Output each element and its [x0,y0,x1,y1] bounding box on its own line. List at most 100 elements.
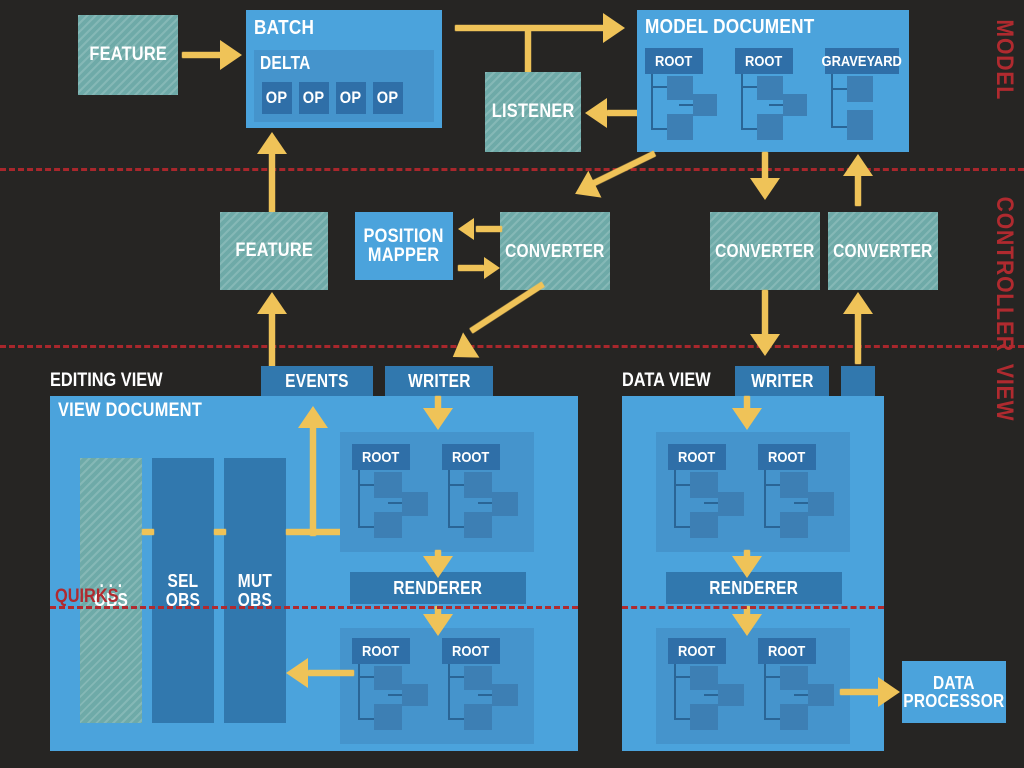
connector-obs-1 [142,529,154,535]
data-lower-trees-container: ROOT ROOT [656,628,850,744]
data-lower-tree[interactable]: ROOT [668,638,750,736]
controller-converter-data-out-label: CONVERTER [833,240,933,261]
editing-upper-tree[interactable]: ROOT [442,444,524,542]
data-upper-tree[interactable]: ROOT [668,444,750,542]
arrow-model-document-to-converter [568,150,660,210]
editing-lower-tree[interactable]: ROOT [352,638,434,736]
tab-writer-editing[interactable]: WRITER [385,366,493,396]
band-label-view: VIEW [991,363,1018,422]
data-renderer-label: RENDERER [709,577,799,598]
tree-root-tag: ROOT [352,444,410,470]
op-box[interactable]: OP [299,82,329,114]
tree-node [690,704,718,730]
delta-box[interactable]: DELTA OP OP OP OP [254,50,434,122]
controller-converter-editing-box[interactable]: CONVERTER [500,212,610,290]
tab-data-extra[interactable] [841,366,875,396]
controller-converter-data-out-box[interactable]: CONVERTER [828,212,938,290]
model-document-box[interactable]: MODEL DOCUMENT ROOT ROOT [637,10,909,152]
observer-generic-box[interactable]: . . . OBS [80,458,142,723]
op-label: OP [303,88,325,108]
tree-root-tag: ROOT [758,638,816,664]
tree-root-label: ROOT [678,642,716,660]
tab-writer-data-label: WRITER [750,370,814,391]
batch-label: BATCH [254,17,315,39]
editing-upper-tree[interactable]: ROOT [352,444,434,542]
tree-node [690,512,718,538]
controller-feature-box[interactable]: FEATURE [220,212,328,290]
tree-node [780,472,808,498]
op-label: OP [266,88,288,108]
divider-controller-view [0,345,1024,348]
tree-root-label: ROOT [362,642,400,660]
tree-node [374,666,402,690]
tree-root-label: ROOT [452,448,490,466]
tree-root-tag: ROOT [442,444,500,470]
op-box[interactable]: OP [262,82,292,114]
listener-label: LISTENER [491,101,575,123]
op-box[interactable]: OP [373,82,403,114]
tree-root-tag: ROOT [735,48,793,74]
model-graveyard-tree[interactable]: GRAVEYARD [821,48,903,144]
view-document-label: VIEW DOCUMENT [58,400,203,421]
arrow-converter-to-writer [444,281,565,370]
model-feature-box[interactable]: FEATURE [78,15,178,95]
tree-node [374,512,402,538]
op-box[interactable]: OP [336,82,366,114]
tree-root-label: ROOT [678,448,716,466]
model-document-label: MODEL DOCUMENT [645,16,815,38]
arrow-branch-to-listener [525,28,531,73]
observer-generic-label: . . . OBS [93,571,129,610]
batch-box[interactable]: BATCH DELTA OP OP OP OP [246,10,442,128]
tree-node [780,512,808,538]
tree-root-tag: GRAVEYARD [821,48,903,74]
tab-writer-data[interactable]: WRITER [735,366,829,396]
editing-upper-trees-container: ROOT ROOT [340,432,534,552]
observer-selection-box[interactable]: SEL OBS [152,458,214,723]
tree-node [492,492,518,516]
tree-node [667,114,693,140]
tree-node [374,472,402,498]
tree-node [780,704,808,730]
tree-node [464,704,492,730]
tree-node [808,492,834,516]
op-label: OP [377,88,399,108]
tree-root-label: ROOT [768,448,806,466]
listener-box[interactable]: LISTENER [485,72,581,152]
observer-mutation-box[interactable]: MUT OBS [224,458,286,723]
tab-events[interactable]: EVENTS [261,366,373,396]
tree-root-tag: ROOT [668,444,726,470]
tree-root-tag: ROOT [645,48,703,74]
tree-node [690,666,718,690]
tree-node [718,684,744,706]
delta-label: DELTA [260,53,311,73]
data-lower-tree[interactable]: ROOT [758,638,840,736]
quirks-divider-editing [50,606,578,609]
model-feature-label: FEATURE [89,44,167,66]
tree-root-label: GRAVEYARD [821,52,903,70]
tree-node [690,472,718,498]
tree-node [667,76,693,100]
model-tree[interactable]: ROOT [735,48,813,144]
divider-model-controller [0,168,1024,171]
editing-lower-tree[interactable]: ROOT [442,638,524,736]
position-mapper-box[interactable]: POSITION MAPPER [355,212,453,280]
connector-obs-2 [214,529,226,535]
tab-writer-editing-label: WRITER [407,370,471,391]
tree-node [808,684,834,706]
tree-node [757,76,783,100]
editing-view-title: EDITING VIEW [50,370,163,391]
data-upper-tree[interactable]: ROOT [758,444,840,542]
tree-root-label: ROOT [768,642,806,660]
controller-converter-data-in-box[interactable]: CONVERTER [710,212,820,290]
editing-renderer-label: RENDERER [393,577,483,598]
tree-root-label: ROOT [452,642,490,660]
tab-events-label: EVENTS [285,370,349,391]
band-label-controller: CONTROLLER [991,196,1018,353]
band-label-model: MODEL [991,19,1018,101]
data-processor-box[interactable]: DATA PROCESSOR [902,661,1006,723]
model-tree[interactable]: ROOT [645,48,723,144]
tree-node [693,94,717,116]
tree-node [847,110,873,140]
tree-root-tag: ROOT [668,638,726,664]
